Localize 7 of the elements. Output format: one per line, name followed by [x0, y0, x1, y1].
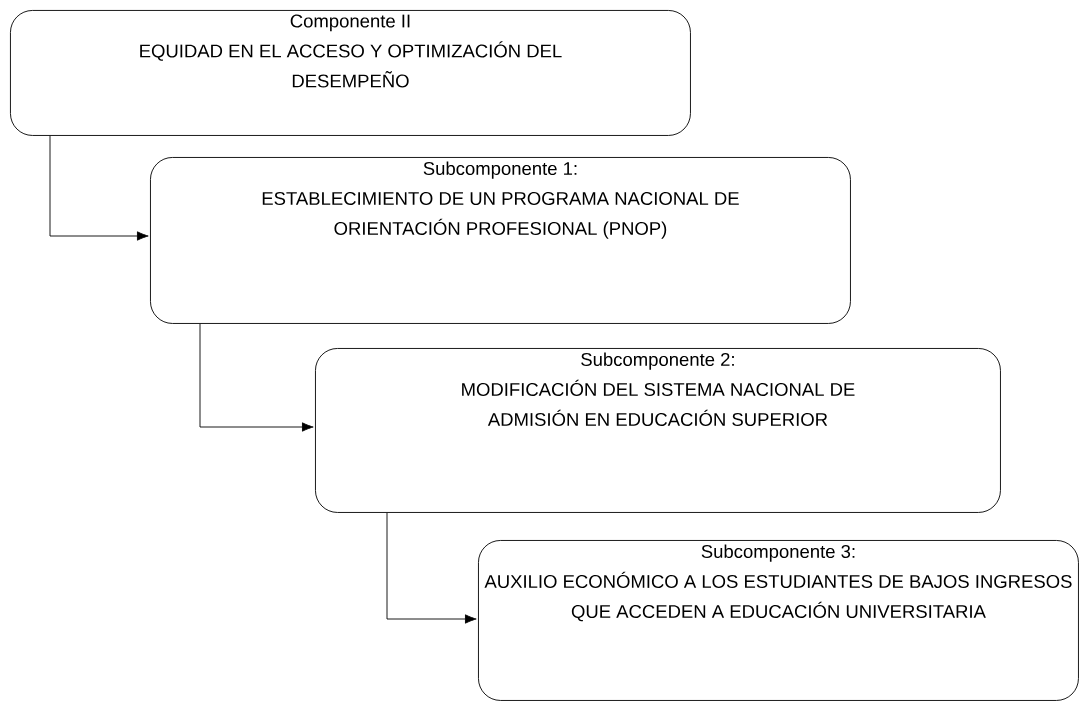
process-box: Subcomponente 1: ESTABLECIMIENTO DE UN PROGRAMA NACIONAL DE ORIENTACIÓN PROFESIONAL (PNOP) — [150, 157, 851, 324]
arrow — [199, 323, 314, 432]
process-box: Subcomponente 2: MODIFICACIÓN DEL SISTEMA NACIONAL DE ADMISIÓN EN EDUCACIÓN SUPERIOR — [315, 348, 1001, 513]
arrow — [386, 512, 477, 624]
arrow — [49, 135, 149, 241]
process-box: Subcomponente 3: AUXILIO ECONÓMICO A LOS ESTUDIANTES DE BAJOS INGRESOS QUE ACCEDEN A EDUCACIÓN UNIVERSITARIA — [478, 540, 1079, 701]
process-box: Componente II EQUIDAD EN EL ACCESO Y OPTIMIZACIÓN DEL DESEMPEÑO — [10, 10, 691, 136]
